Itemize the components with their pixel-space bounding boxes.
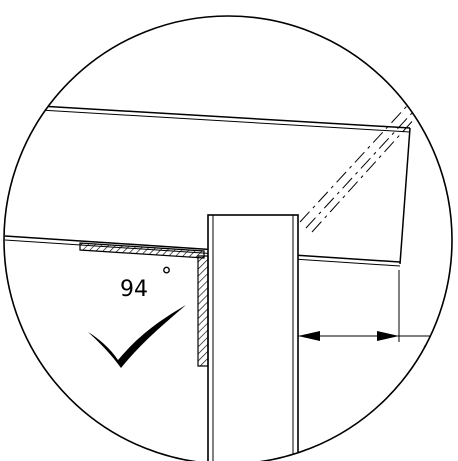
panel-top-edge-inner xyxy=(39,109,411,133)
angle-value: 94 xyxy=(120,277,148,302)
vertical-post xyxy=(207,214,299,461)
angle-bracket-vertical xyxy=(197,255,209,367)
dimension-label: 1 xyxy=(448,311,458,336)
angle-unit: ° xyxy=(161,264,172,289)
leader-line xyxy=(423,345,452,381)
dimension-arrow-right xyxy=(377,331,399,341)
checkmark-icon xyxy=(88,305,186,368)
panel-top-edge xyxy=(39,105,411,129)
phantom-position-lines xyxy=(299,93,427,233)
dimension-arrow-left xyxy=(298,331,320,341)
panel-end-edge xyxy=(399,127,411,265)
panel-bottom-edge xyxy=(4,235,401,263)
detail-circle xyxy=(3,15,453,461)
